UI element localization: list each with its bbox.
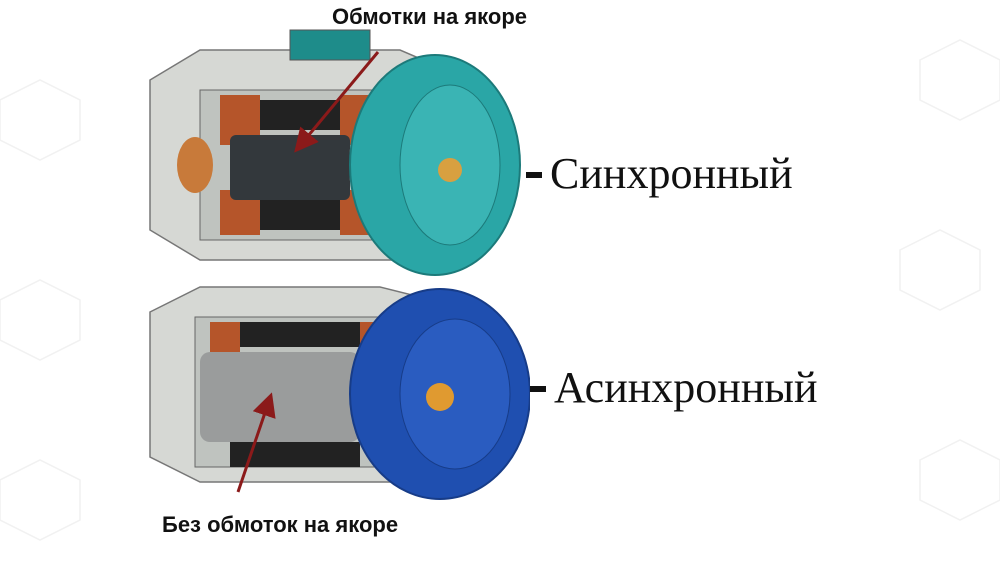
- bottom-arrow: [236, 392, 276, 493]
- asynchronous-label: Асинхронный: [530, 362, 818, 413]
- dash-mark: [530, 385, 546, 392]
- no-armature-windings-label: Без обмоток на якоре: [162, 512, 399, 537]
- top-arrow: [294, 51, 380, 153]
- synchronous-text: Синхронный: [550, 149, 793, 198]
- asynchronous-motor-illustration: [149, 286, 530, 500]
- synchronous-motor-illustration: [149, 29, 521, 276]
- synchronous-label: Синхронный: [526, 148, 793, 199]
- asynchronous-text: Асинхронный: [554, 363, 818, 412]
- armature-windings-label: Обмотки на якоре: [332, 4, 528, 29]
- dash-mark: [526, 171, 542, 178]
